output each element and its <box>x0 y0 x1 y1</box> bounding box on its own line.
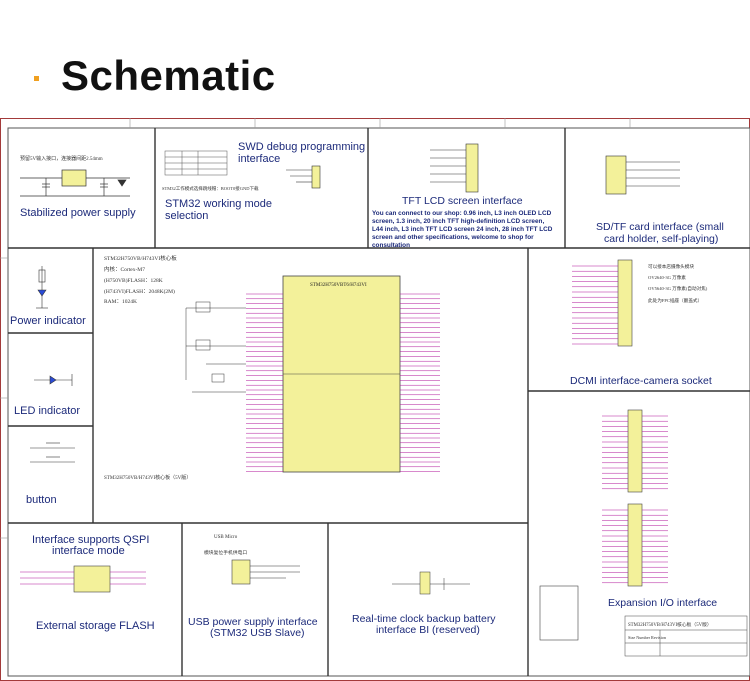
swd-header <box>286 165 321 189</box>
power-note: 预留5V输入接口，连接器间距2.54mm <box>20 155 103 162</box>
swd-title-line1: SWD debug programming <box>238 141 365 153</box>
core-footer: STM32H750VB/H743VI核心板（5V版） <box>104 474 191 481</box>
rtc-label: Real-time clock backup battery interface… <box>352 613 498 636</box>
core-kernel: 内核：Cortex-M7 <box>104 265 145 273</box>
usb-label: USB power supply interface (STM32 USB Sl… <box>188 616 321 639</box>
logo-box <box>539 585 579 641</box>
panel-dcmi: 可以接本店摄像头模块 OV2640-3G 万像素 OV5640-3G 万像素(自… <box>570 259 712 387</box>
flash-nets <box>20 571 146 585</box>
title-block-text: STM32H750VB/H743VI核心板（5V版） <box>628 621 712 628</box>
frame-ticks <box>0 118 631 539</box>
title-block-row2: Size Number Revision <box>628 635 667 640</box>
panel-swd-debug: SWD debug programming interface STM32工作模… <box>162 141 368 222</box>
expansion-label: Expansion I/O interface <box>608 597 717 609</box>
stabilized-label: Stabilized power supply <box>20 207 136 219</box>
tft-connector <box>430 143 479 193</box>
mcu-pins <box>246 293 440 472</box>
qspi-title: Interface supports QSPI interface mode <box>32 534 152 557</box>
power-indicator-label: Power indicator <box>10 315 86 327</box>
sd-label: SD/TF card interface (small card holder,… <box>596 221 727 245</box>
expansion-header-bottom <box>627 503 643 587</box>
panel-dividers <box>8 128 750 676</box>
usb-note: USB Micro <box>214 535 238 540</box>
title-block <box>624 615 748 657</box>
dcmi-socket <box>617 259 633 347</box>
usb-connector <box>231 559 251 585</box>
ext-flash-label: External storage FLASH <box>36 620 155 632</box>
panel-tft-lcd: TFT LCD screen interface You can connect… <box>372 143 554 249</box>
bullet-dot-icon <box>34 75 39 81</box>
tft-title: TFT LCD screen interface <box>402 195 523 207</box>
button-label: button <box>26 494 57 506</box>
swd-title-line2: interface <box>238 153 280 165</box>
swd-note: STM32工作模式选择跳线帽：BOOT0接GND下载 <box>162 185 259 192</box>
cam-note4: 此处为FPC插座（翻盖式） <box>648 297 702 304</box>
sd-socket <box>605 155 680 195</box>
usb-note2: 模块复位手机供电口 <box>204 549 247 556</box>
regulator-circuit <box>20 169 130 197</box>
cam-note2: OV2640-3G 万像素 <box>648 274 686 281</box>
panel-expansion-io: Expansion I/O interface STM32H750VB/H743… <box>539 409 748 657</box>
page-heading: Schematic <box>34 48 276 104</box>
mcu-chip-label: STM32H750VBT6/H743VI <box>310 283 367 288</box>
boot-mode-table <box>164 150 228 176</box>
oscillator-circuit <box>185 301 246 393</box>
core-flash: (H750VB)FLASH：128K <box>104 277 163 284</box>
flash-chip <box>73 565 111 593</box>
core-ram: RAM：1024K <box>104 299 137 305</box>
core-flash2: (H743VI)FLASH：2048K(2M) <box>104 288 175 295</box>
panel-led-indicator: LED indicator <box>14 374 80 417</box>
panel-qspi-flash: Interface supports QSPI interface mode E… <box>20 534 155 632</box>
panel-rtc: Real-time clock backup battery interface… <box>352 571 498 636</box>
swd-title: SWD debug programming interface <box>238 141 368 165</box>
panel-button: button <box>26 442 75 506</box>
expansion-pins <box>602 415 668 584</box>
cam-note3: OV5640-3G 万像素(自动对焦) <box>648 285 708 292</box>
led-indicator-label: LED indicator <box>14 405 80 417</box>
panel-core-mcu: STM32H750VB/H743VI核心板 内核：Cortex-M7 (H750… <box>104 254 440 481</box>
panel-stabilized-power: 预留5V输入接口，连接器间距2.54mm Stabilized power su… <box>20 155 136 219</box>
working-mode-label: STM32 working mode selection <box>165 198 275 222</box>
panel-sd-card: SD/TF card interface (small card holder,… <box>596 155 727 245</box>
panel-power-indicator: Power indicator <box>10 266 86 327</box>
panel-usb: USB Micro 模块复位手机供电口 USB power supply int… <box>188 535 321 639</box>
dcmi-label: DCMI interface-camera socket <box>570 375 712 387</box>
cam-note1: 可以接本店摄像头模块 <box>648 263 694 270</box>
tft-description: You can connect to our shop: 0.96 inch, … <box>372 210 554 249</box>
rtc-circuit <box>392 571 470 595</box>
schematic-sheet: 预留5V输入接口，连接器间距2.54mm Stabilized power su… <box>0 118 750 681</box>
dcmi-pins <box>572 265 618 345</box>
usb-nets <box>250 565 300 579</box>
expansion-header-top <box>627 409 643 493</box>
core-title: STM32H750VB/H743VI核心板 <box>104 254 177 262</box>
page-title: Schematic <box>61 52 276 99</box>
